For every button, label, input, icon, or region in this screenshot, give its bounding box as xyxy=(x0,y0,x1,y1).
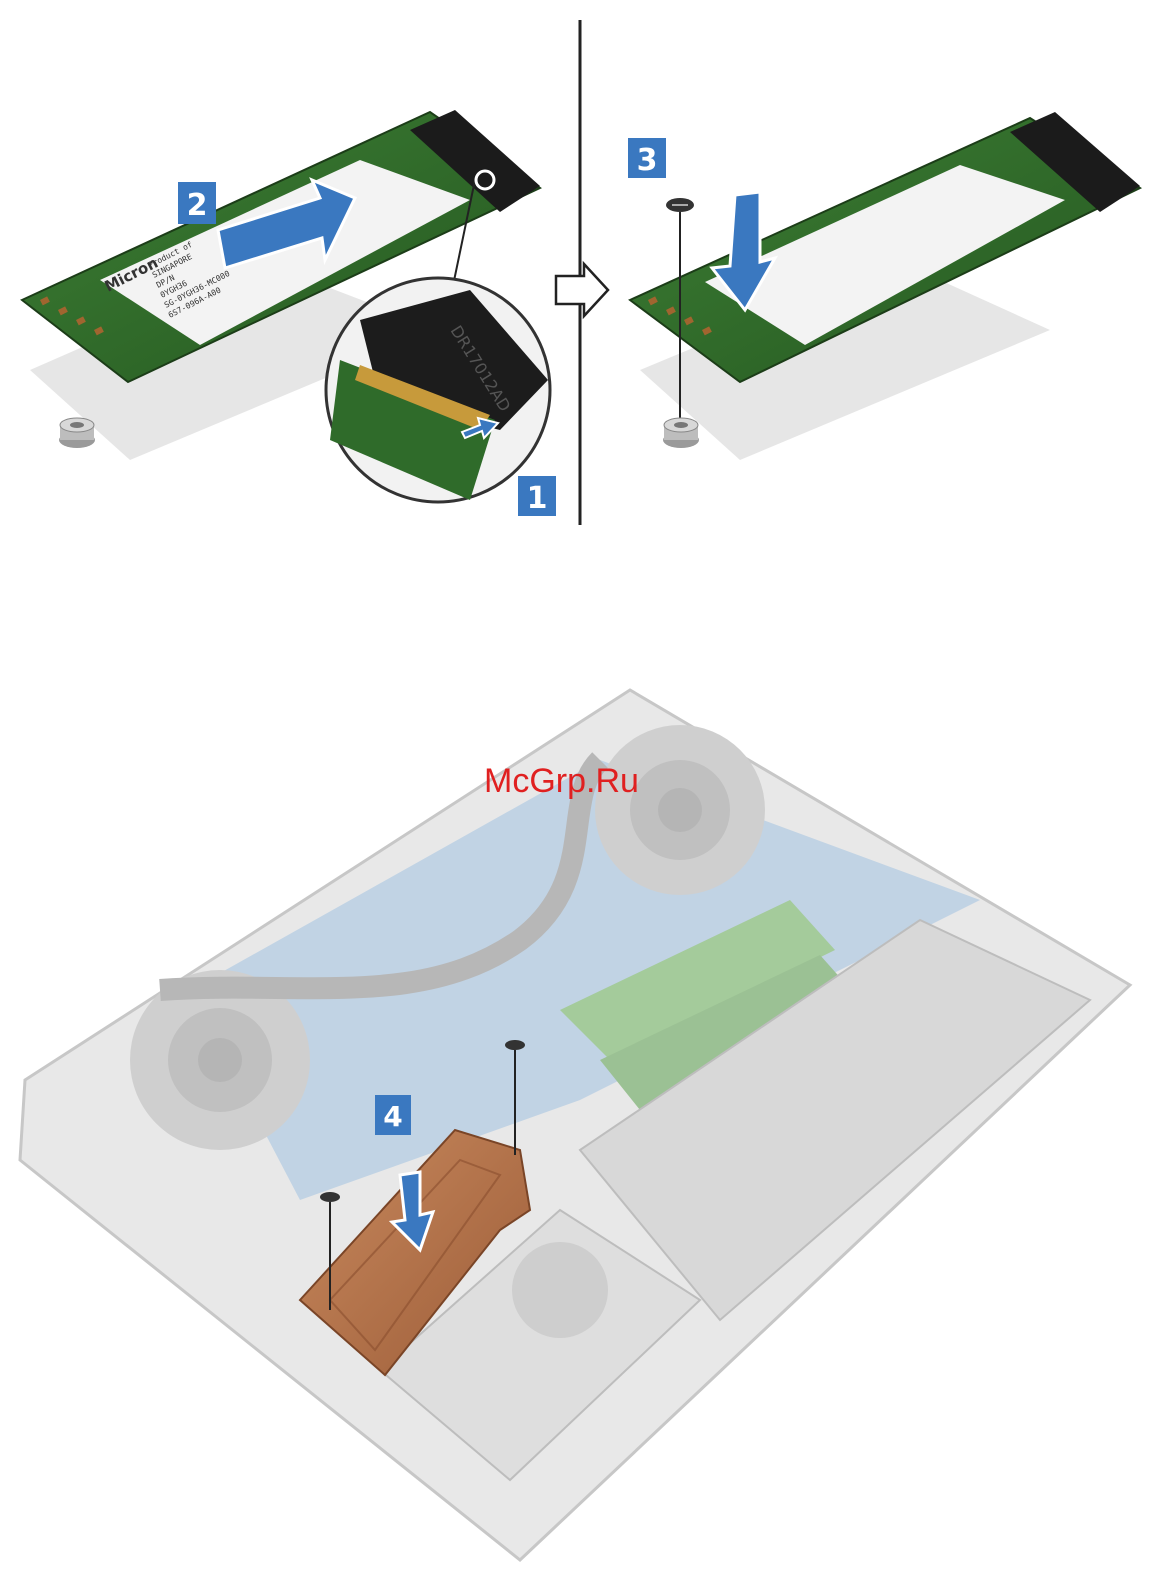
step-number: 2 xyxy=(187,188,208,223)
standoff-icon xyxy=(59,418,95,448)
hard-drive-platter-icon xyxy=(512,1242,608,1338)
fan-top-icon xyxy=(595,725,765,895)
step-number: 1 xyxy=(527,481,548,516)
standoff-icon xyxy=(663,418,699,448)
step-number: 4 xyxy=(383,1100,402,1133)
watermark-text: McGrp.Ru xyxy=(484,762,639,801)
ssd-screw-panel: 3 xyxy=(628,112,1140,460)
step-number: 3 xyxy=(637,143,658,178)
laptop-base xyxy=(20,690,1130,1560)
ssd-insert-panel: Micron Product of SINGAPORE DP/N 0YGH36 … xyxy=(22,110,556,516)
step-badge-4: 4 xyxy=(375,1095,411,1135)
next-step-arrow-icon xyxy=(556,264,608,316)
step-badge-3: 3 xyxy=(628,138,666,178)
step-badge-2: 2 xyxy=(178,182,216,224)
step-badge-1: 1 xyxy=(518,476,556,516)
